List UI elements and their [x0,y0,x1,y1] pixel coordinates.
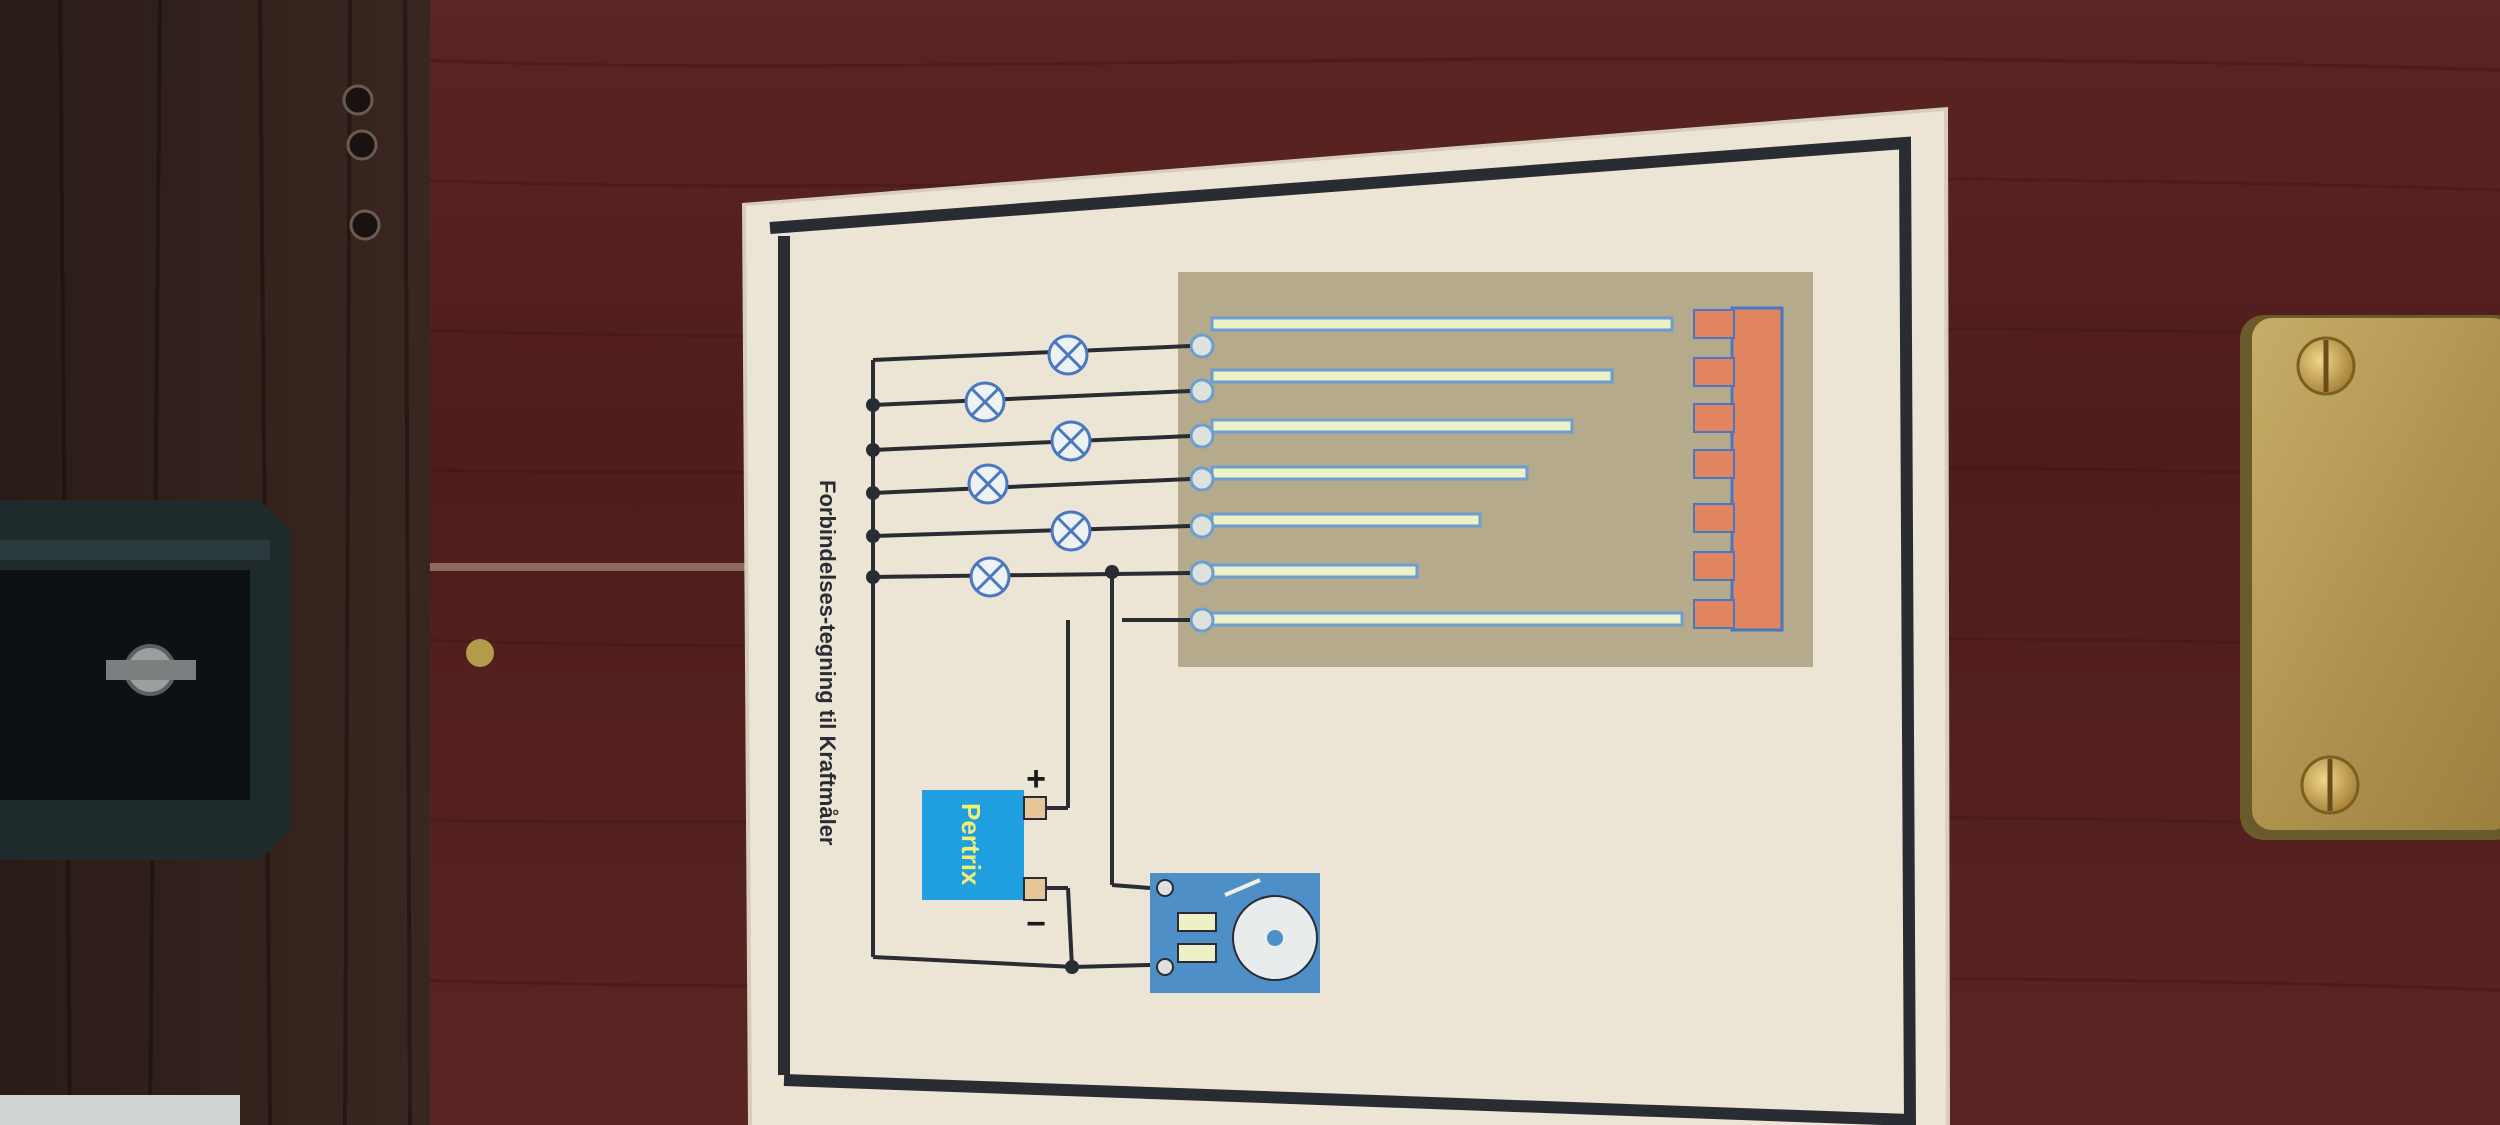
contact-bar [1210,418,1574,434]
minus-sign: − [1026,905,1046,943]
lamp-icon [1047,334,1089,376]
battery-terminal-plus [1023,796,1047,820]
post-bottom-block [0,1095,240,1125]
contact-bar [1210,368,1614,384]
plus-sign: + [1026,760,1046,798]
placard-border [769,136,1916,1125]
lamp-icon [969,556,1011,598]
placard-title: Forbindelses-tegning til Kraftmåler [815,480,840,846]
contact-bar [1210,465,1529,481]
meter-needle [1224,878,1261,897]
lamp-icon [967,463,1009,505]
contact-bar [1210,563,1419,579]
meter-terminal [1156,958,1174,976]
lamp-symbols [964,334,1092,598]
battery: Pertrix + − [922,760,1047,943]
wood-seam [425,563,755,571]
meter-slot [1177,943,1217,963]
lamp-icon [1050,420,1092,462]
wood-nail [466,639,494,667]
post-screw-holes [342,84,381,241]
battery-label: Pertrix [956,803,986,886]
contact-bars [1210,316,1684,627]
lamp-icon [1050,510,1092,552]
battery-terminal-minus [1023,877,1047,901]
lamp-icon [964,381,1006,423]
contact-bar [1210,512,1482,528]
contact-terminals [1189,333,1215,633]
wiring [871,344,1191,969]
wire-junctions [866,398,1119,974]
contact-rail [1693,306,1784,632]
meter [1150,873,1320,993]
brass-plate [2240,315,2500,840]
contact-bar [1210,611,1684,627]
contact-bar [1210,316,1674,332]
iron-bracket [0,500,290,860]
meter-slot [1177,912,1217,932]
diagram-placard: Forbindelses-tegning til Kraftmåler [742,107,1950,1125]
meter-terminal [1156,879,1174,897]
